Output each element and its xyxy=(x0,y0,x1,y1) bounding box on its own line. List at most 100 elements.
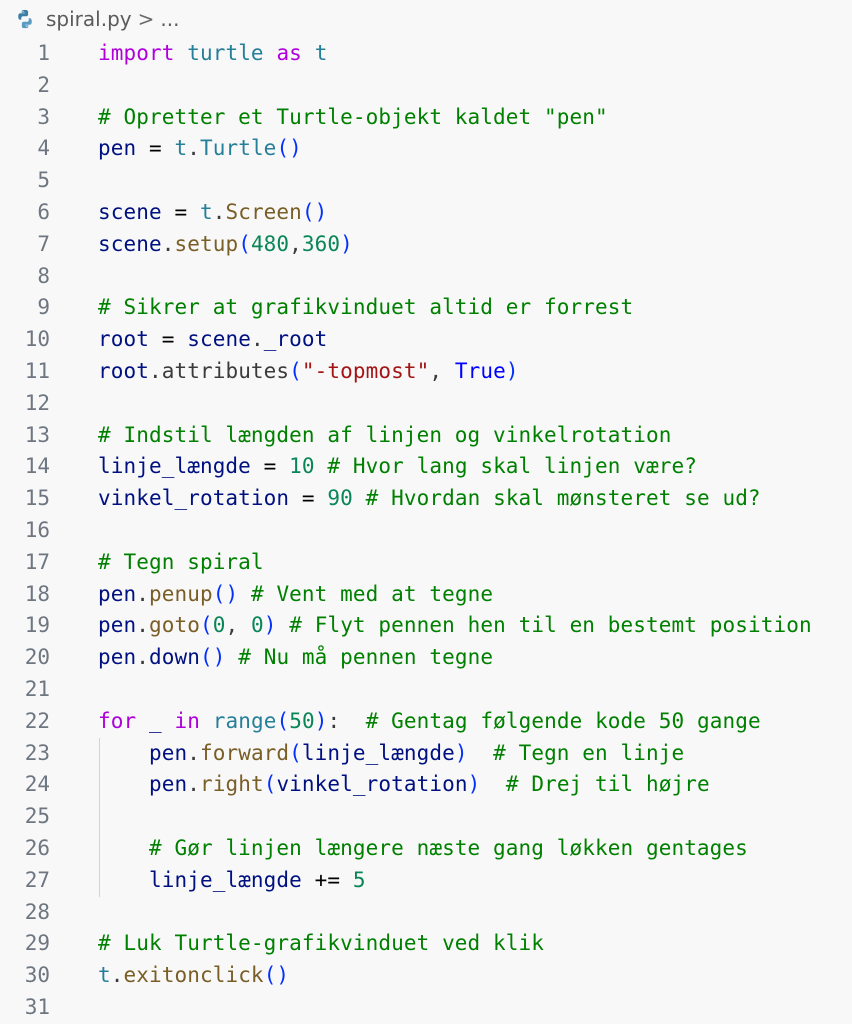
breadcrumb-ellipsis[interactable]: ... xyxy=(160,7,180,31)
line-number: 23 xyxy=(24,740,50,765)
code-text: for _ in range(50): # Gentag følgende ko… xyxy=(98,706,761,738)
code-line[interactable]: 9# Sikrer at grafikvinduet altid er forr… xyxy=(0,292,852,324)
line-number: 17 xyxy=(24,549,50,574)
indent-guide xyxy=(99,769,100,802)
line-number: 20 xyxy=(24,645,50,670)
token-cmt: # Tegn spiral xyxy=(98,549,264,574)
code-line[interactable]: 24 pen.right(vinkel_rotation) # Drej til… xyxy=(0,769,852,802)
token-cmt: # Sikrer at grafikvinduet altid er forre… xyxy=(98,295,634,320)
token-br: ( xyxy=(263,772,277,797)
line-number: 16 xyxy=(24,517,50,542)
code-text: scene = t.Screen() xyxy=(98,197,327,229)
token-punc xyxy=(98,868,149,892)
code-line[interactable]: 13# Indstil længden af linjen og vinkelr… xyxy=(0,420,852,452)
token-br: ( xyxy=(289,358,302,383)
token-mod: t xyxy=(199,199,213,224)
code-text: root = scene._root xyxy=(98,324,327,356)
token-punc xyxy=(162,709,175,733)
line-number: 5 xyxy=(37,168,50,193)
token-mod: range xyxy=(212,708,277,733)
code-line[interactable]: 23 pen.forward(linje_længde) # Tegn en l… xyxy=(0,737,852,770)
code-line[interactable]: 21 xyxy=(0,674,852,706)
token-op: = xyxy=(250,454,290,479)
token-num: 0 xyxy=(212,613,226,638)
token-var: scene xyxy=(187,327,251,352)
token-punc xyxy=(98,741,149,765)
code-text: import turtle as t xyxy=(98,38,327,70)
token-punc xyxy=(480,772,506,796)
token-var: pen xyxy=(148,740,188,765)
token-punc xyxy=(98,772,149,796)
line-number: 24 xyxy=(24,772,50,797)
code-line[interactable]: 16 xyxy=(0,515,852,547)
token-var: down xyxy=(148,645,200,670)
token-br: () xyxy=(276,136,302,161)
code-line[interactable]: 28 xyxy=(0,897,852,929)
token-br: () xyxy=(263,963,290,988)
code-line[interactable]: 26 # Gør linjen længere næste gang løkke… xyxy=(0,832,852,865)
code-line[interactable]: 12 xyxy=(0,388,852,420)
code-line[interactable]: 31 xyxy=(0,992,852,1024)
code-line[interactable]: 3# Opretter et Turtle-objekt kaldet "pen… xyxy=(0,102,852,134)
token-kw: for xyxy=(98,708,137,733)
code-line[interactable]: 27 linje_længde += 5 xyxy=(0,864,852,897)
line-number: 29 xyxy=(24,931,50,956)
token-cmt: # Indstil længden af linjen og vinkelrot… xyxy=(98,422,672,447)
code-line[interactable]: 25 xyxy=(0,801,852,833)
code-text: root.attributes("-topmost", True) xyxy=(98,356,519,388)
token-num: 50 xyxy=(289,708,315,733)
indent-guide xyxy=(99,832,100,865)
token-punc: . xyxy=(212,199,226,224)
token-punc: , xyxy=(225,613,251,638)
token-mod: t xyxy=(314,41,328,65)
code-line[interactable]: 29# Luk Turtle-grafikvinduet ved klik xyxy=(0,928,852,960)
token-var: pen xyxy=(98,645,137,670)
line-number: 22 xyxy=(24,708,50,733)
token-br: ( xyxy=(238,231,251,256)
token-var: linje_længde xyxy=(148,867,302,892)
line-number: 3 xyxy=(37,104,50,129)
token-punc xyxy=(302,41,315,65)
token-punc: , xyxy=(289,231,302,256)
token-punc: : xyxy=(327,708,366,733)
token-br: ) xyxy=(505,358,519,383)
code-line[interactable]: 6 scene = t.Screen() xyxy=(0,197,852,229)
code-text: # Sikrer at grafikvinduet altid er forre… xyxy=(98,292,633,324)
line-number: 2 xyxy=(37,72,50,97)
token-mod: t xyxy=(98,963,111,988)
line-number: 6 xyxy=(37,199,50,224)
code-line[interactable]: 8 xyxy=(0,261,852,293)
token-var: linje_længde xyxy=(98,454,251,479)
token-op: = xyxy=(148,327,188,352)
token-br: () xyxy=(301,199,328,224)
code-line[interactable]: 5 xyxy=(0,165,852,197)
line-number: 18 xyxy=(24,581,50,606)
token-br: ) xyxy=(467,772,481,797)
line-number: 30 xyxy=(24,963,50,988)
token-op: = xyxy=(289,486,328,511)
code-line[interactable]: 17 # Tegn spiral xyxy=(0,547,852,579)
token-num: 360 xyxy=(301,231,341,256)
code-text: # Indstil længden af linjen og vinkelrot… xyxy=(98,420,671,452)
token-var: scene xyxy=(98,231,162,256)
token-cmt: # Hvor lang skal linjen være? xyxy=(327,454,697,479)
token-punc xyxy=(264,41,277,65)
code-line[interactable]: 22 for _ in range(50): # Gentag følgende … xyxy=(0,706,852,738)
line-number: 14 xyxy=(24,454,50,479)
token-fn: Screen xyxy=(225,199,302,224)
breadcrumb-filename[interactable]: spiral.py xyxy=(46,7,132,31)
token-var: root xyxy=(98,358,149,383)
code-line[interactable]: 2 xyxy=(0,70,852,102)
